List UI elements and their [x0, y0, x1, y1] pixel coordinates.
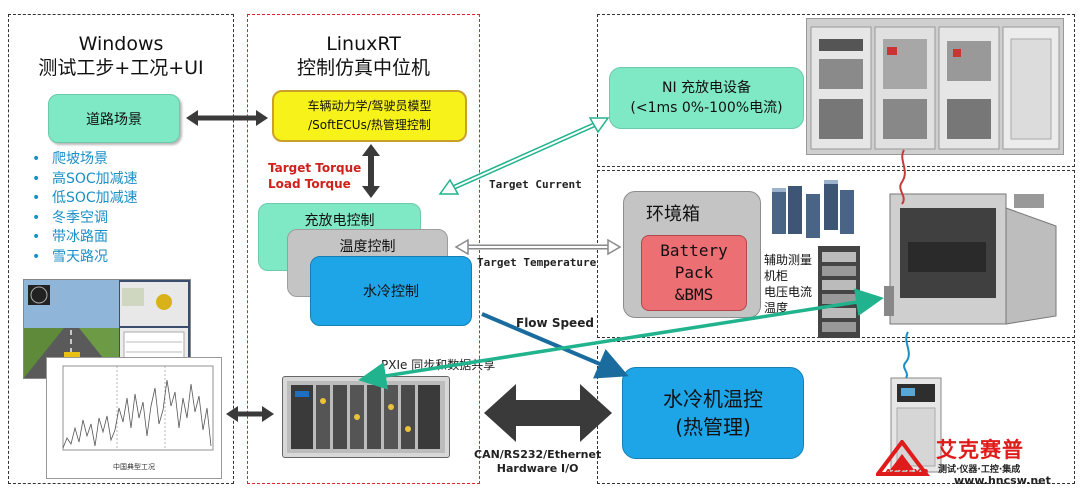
chiller-line2: (热管理) — [675, 415, 751, 439]
drive-cycle-caption: 中国典型工况 — [113, 463, 155, 471]
road-to-model-arrow — [186, 110, 268, 126]
chiller-unit-graphic — [890, 377, 942, 473]
pxie-chassis-image — [287, 381, 445, 453]
target-temperature-arrow — [454, 238, 622, 256]
scenario-item: 雪天路况 — [32, 248, 138, 268]
watermark-url: www.hncsw.net — [954, 474, 1051, 487]
drive-cycle-image — [62, 365, 214, 451]
temp-control-label: 温度控制 — [339, 239, 396, 255]
watermark-logo-graphic — [874, 438, 930, 476]
ni-device-line1: NI 充放电设备 — [661, 80, 752, 96]
charge-control-label: 充放电控制 — [304, 213, 375, 229]
vehicle-model-box: 车辆动力学/驾驶员模型 /SoftECUs/热管理控制 — [272, 90, 467, 142]
ni-device-line2: (<1ms 0%-100%电流) — [630, 100, 783, 116]
target-torque-label: Target Torque Load Torque — [268, 160, 361, 192]
scenario-list: 爬坡场景 高SOC加减速 低SOC加减速 冬季空调 带冰路面 雪天路况 — [32, 150, 138, 267]
aux-line1: 辅助测量 — [764, 253, 813, 267]
battery-line2: Pack — [674, 263, 714, 282]
target-current-arrow — [438, 117, 610, 195]
road-scene-label: 道路场景 — [86, 111, 142, 128]
pxie-sync-arrow — [358, 288, 884, 390]
ni-rack-cabinet — [806, 18, 1064, 155]
aux-line2: 机柜 — [764, 269, 789, 283]
windows-title-line2: 测试工步+工况+UI — [38, 57, 204, 79]
scenario-item: 带冰路面 — [32, 228, 138, 248]
env-chamber-graphic — [884, 193, 1057, 325]
scenario-item: 低SOC加减速 — [32, 189, 138, 209]
target-temperature-label: Target Temperature — [477, 256, 597, 269]
windows-title: Windows 测试工步+工况+UI — [8, 32, 234, 80]
ni-rack-image — [807, 19, 1063, 154]
scenario-item: 爬坡场景 — [32, 150, 138, 170]
chiller-unit-image — [889, 376, 943, 474]
linuxrt-title: LinuxRT 控制仿真中位机 — [247, 32, 480, 80]
watermark-logo-text: ACCEXP — [884, 468, 928, 479]
battery-modules-graphic — [772, 180, 854, 238]
scenario-item: 冬季空调 — [32, 209, 138, 229]
road-scene-box: 道路场景 — [48, 94, 180, 143]
plot-to-pxie-arrow — [226, 406, 274, 422]
pxie-to-chiller-arrow — [484, 384, 612, 442]
can-hardware-label: CAN/RS232/Ethernet Hardware I/O — [474, 448, 601, 476]
watermark-brand: 艾克赛普 — [936, 438, 1024, 462]
watermark-slogan: 测试·仪器·工控·集成 — [938, 465, 1021, 475]
target-torque-line2: Load Torque — [268, 177, 351, 191]
ni-device-box: NI 充放电设备 (<1ms 0%-100%电流) — [609, 67, 804, 129]
ni-device-panel — [597, 14, 1075, 167]
env-chamber-image — [880, 186, 1062, 332]
windows-panel — [8, 14, 234, 484]
target-current-label: Target Current — [489, 178, 582, 191]
linuxrt-title-line1: LinuxRT — [326, 33, 401, 55]
linuxrt-title-line2: 控制仿真中位机 — [296, 57, 430, 79]
can-line2: Hardware I/O — [496, 462, 579, 475]
equipment-links — [899, 149, 910, 379]
environment-chamber-label: 环境箱 — [646, 204, 700, 225]
scenario-item: 高SOC加减速 — [32, 170, 138, 190]
battery-line1: Battery — [660, 241, 728, 260]
chiller-line1: 水冷机温控 — [663, 387, 763, 411]
model-to-charge-arrow — [362, 144, 380, 198]
watermark: ACCEXP 艾克赛普 测试·仪器·工控·集成 www.hncsw.net — [874, 418, 1080, 490]
vehicle-model-label: 车辆动力学/驾驶员模型 /SoftECUs/热管理控制 — [307, 99, 432, 132]
target-torque-line1: Target Torque — [268, 161, 362, 175]
can-line1: CAN/RS232/Ethernet — [474, 448, 602, 461]
drive-cycle-plot: 中国典型工况 — [46, 357, 222, 479]
watermark-logo — [874, 438, 930, 478]
pxie-chassis — [282, 376, 450, 458]
battery-modules-image — [768, 178, 858, 250]
windows-title-line1: Windows — [78, 33, 164, 55]
